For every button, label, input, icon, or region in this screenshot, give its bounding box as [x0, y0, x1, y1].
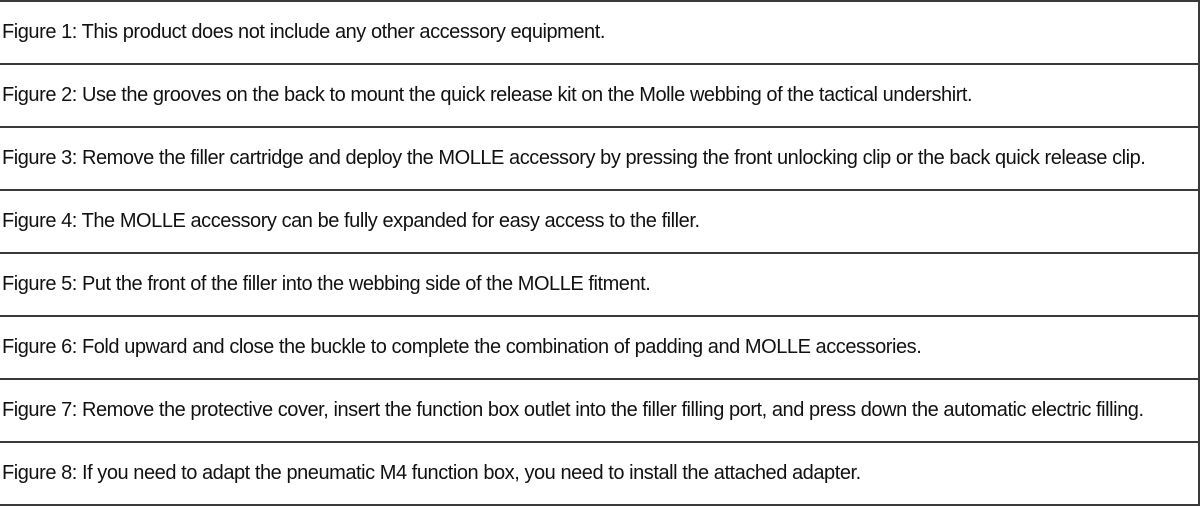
table-row: Figure 7: Remove the protective cover, i…: [0, 380, 1198, 443]
caption-figure-1: Figure 1: This product does not include …: [2, 21, 605, 43]
table-row: Figure 5: Put the front of the filler in…: [0, 254, 1198, 317]
table-row: Figure 1: This product does not include …: [0, 2, 1198, 65]
caption-figure-2: Figure 2: Use the grooves on the back to…: [2, 84, 973, 106]
caption-figure-8: Figure 8: If you need to adapt the pneum…: [2, 462, 861, 484]
table-row: Figure 6: Fold upward and close the buck…: [0, 317, 1198, 380]
caption-figure-5: Figure 5: Put the front of the filler in…: [2, 273, 651, 295]
caption-figure-7: Figure 7: Remove the protective cover, i…: [2, 399, 1144, 421]
table-row: Figure 2: Use the grooves on the back to…: [0, 65, 1198, 128]
table-row: Figure 4: The MOLLE accessory can be ful…: [0, 191, 1198, 254]
caption-figure-4: Figure 4: The MOLLE accessory can be ful…: [2, 210, 700, 232]
caption-figure-3: Figure 3: Remove the filler cartridge an…: [2, 147, 1146, 169]
table-row: Figure 3: Remove the filler cartridge an…: [0, 128, 1198, 191]
caption-figure-6: Figure 6: Fold upward and close the buck…: [2, 336, 922, 358]
table-row: Figure 8: If you need to adapt the pneum…: [0, 443, 1198, 506]
